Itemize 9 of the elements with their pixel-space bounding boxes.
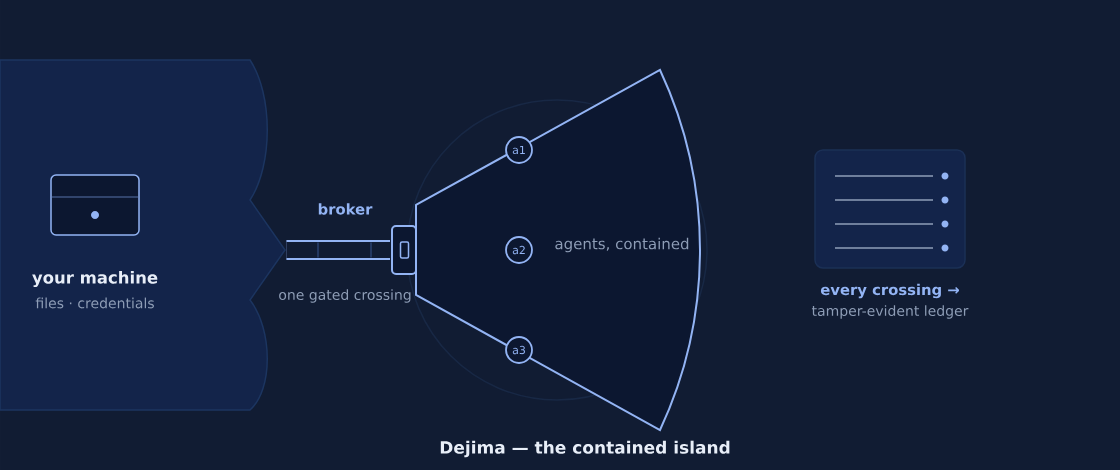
node-subtitle: files · credentials: [35, 297, 154, 309]
node-subtitle: one gated crossing: [279, 289, 411, 303]
node-title: broker: [318, 203, 373, 215]
caption: Dejima — the contained island: [440, 440, 730, 458]
node-title: every crossing →: [820, 283, 959, 299]
node-subtitle: tamper-evident ledger: [811, 305, 969, 319]
region-label: agents, contained: [555, 237, 689, 253]
node-title: your machine: [32, 270, 158, 288]
bridge: [286, 240, 390, 260]
